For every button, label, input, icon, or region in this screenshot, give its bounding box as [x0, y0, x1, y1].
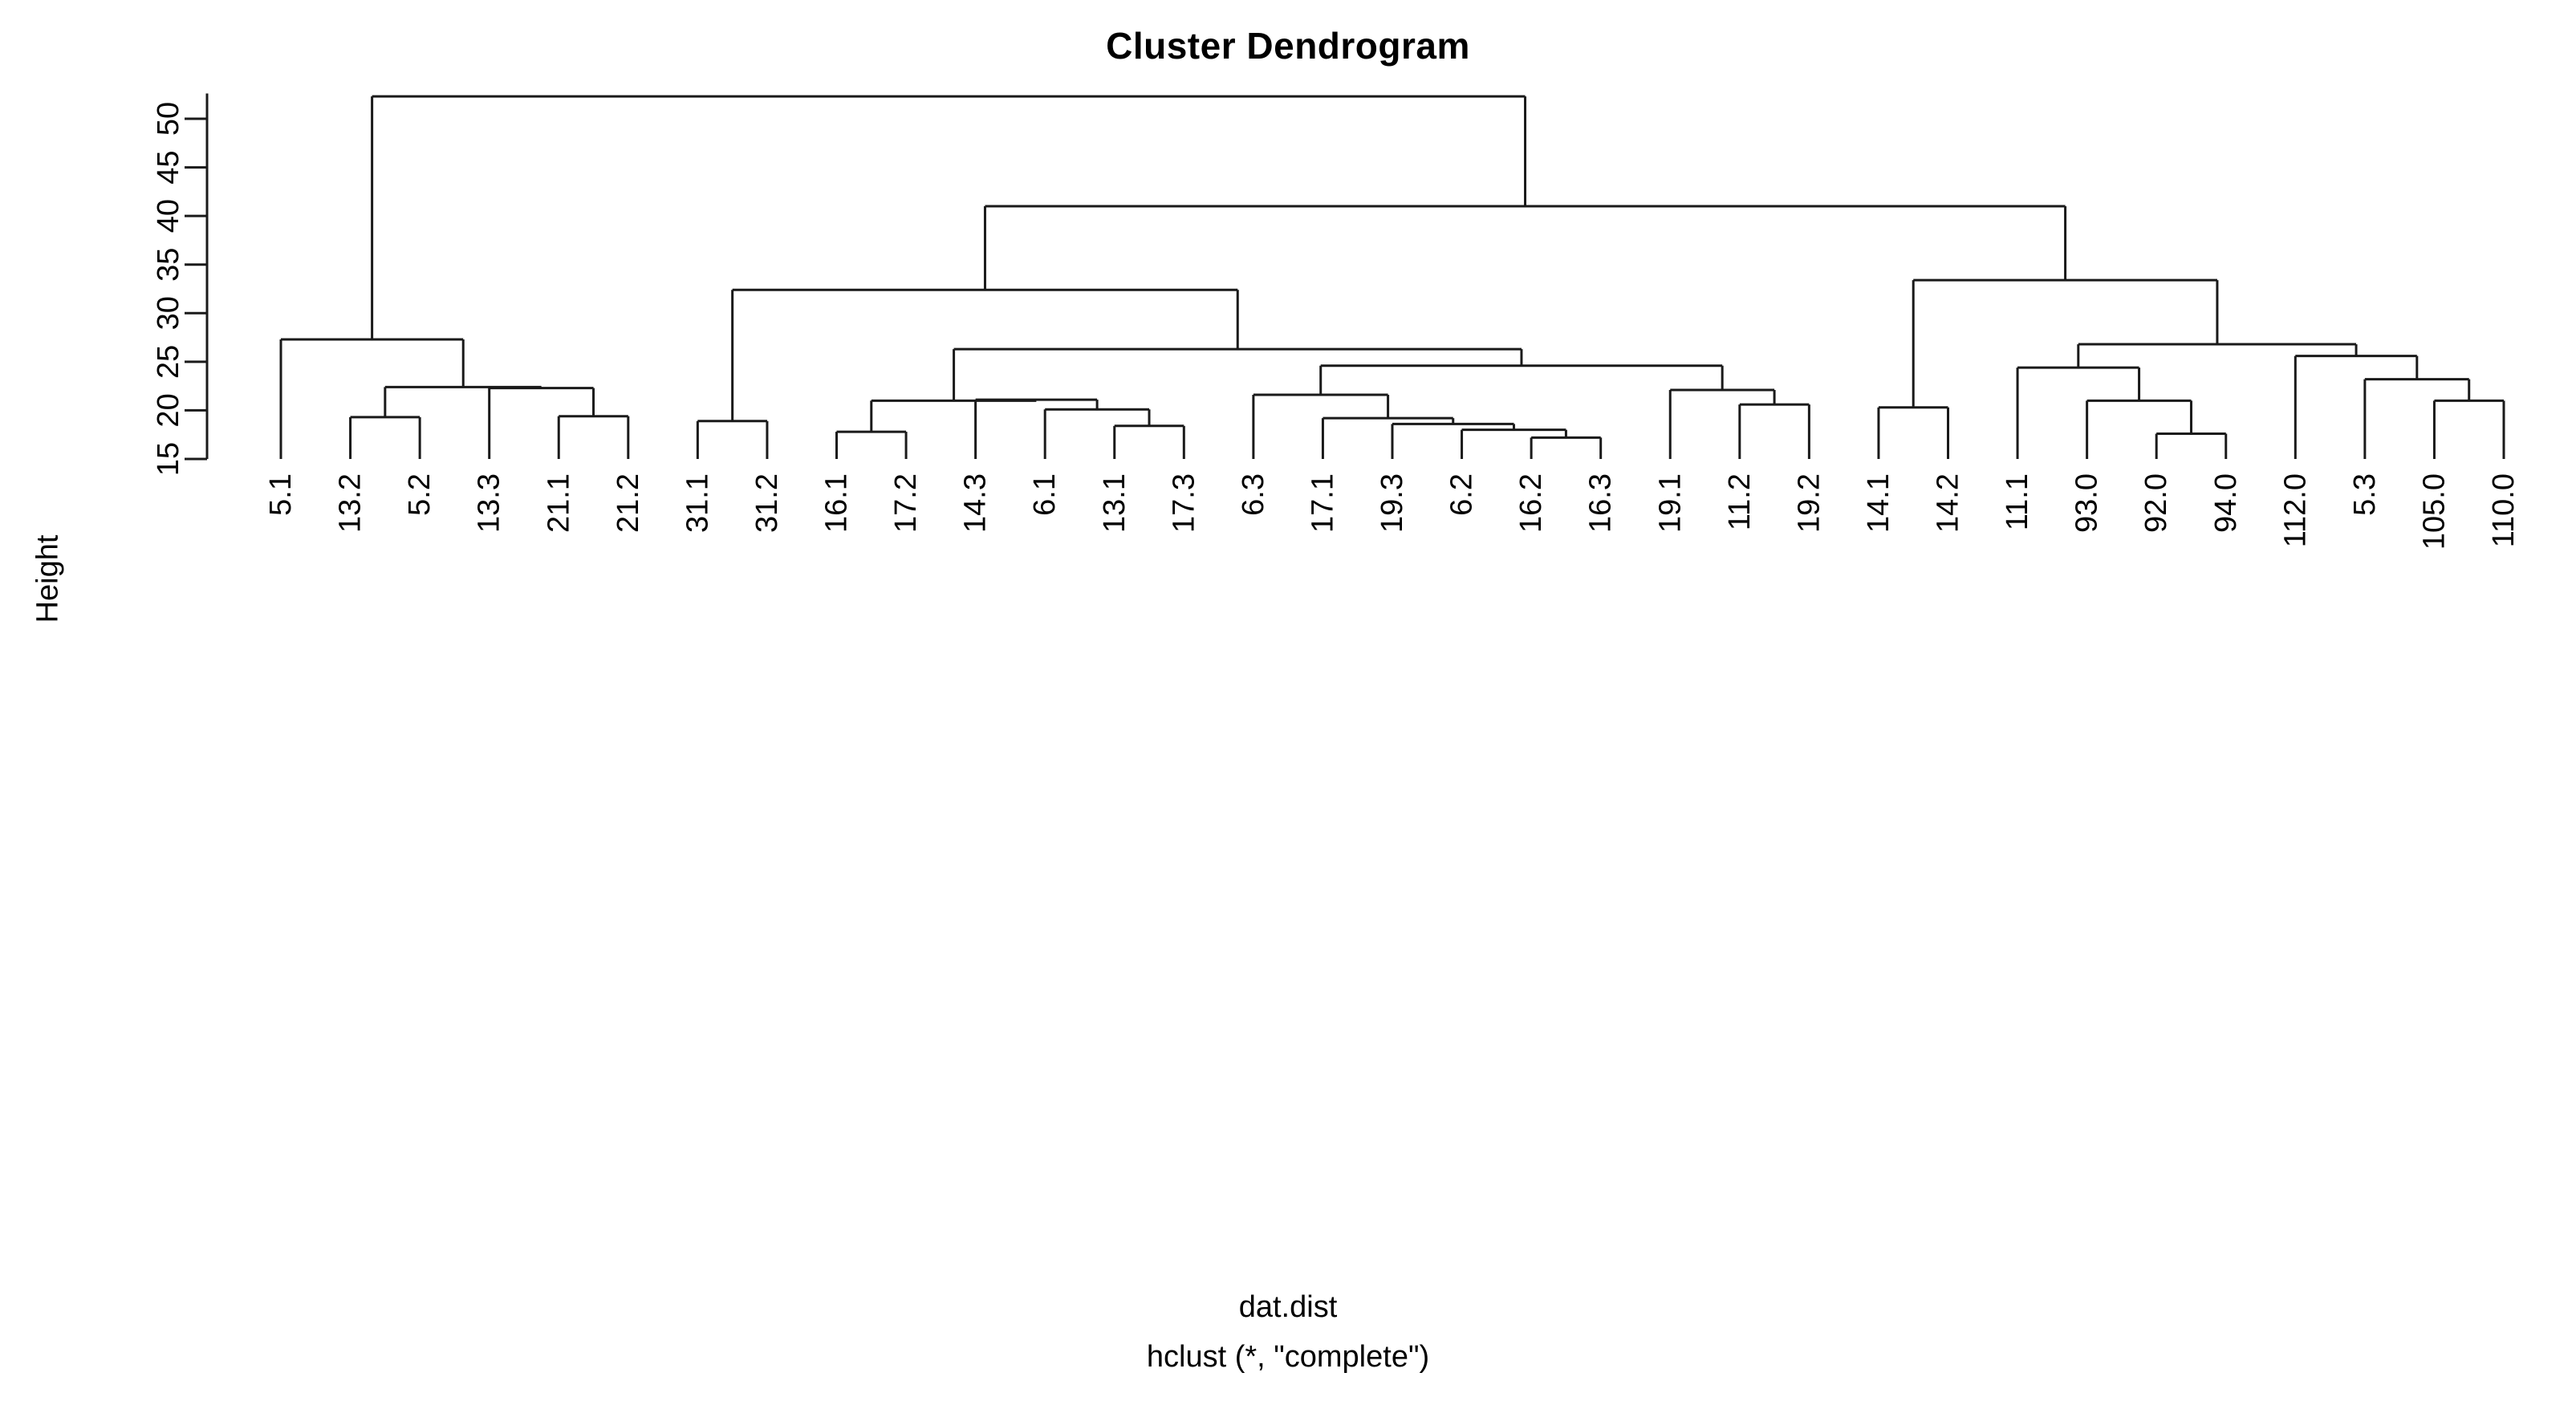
y-axis-tick-label: 45 — [152, 150, 185, 184]
y-axis-tick-label: 25 — [152, 345, 185, 379]
leaf-label: 13.2 — [334, 473, 368, 533]
leaf-label: 105.0 — [2417, 473, 2451, 550]
leaf-label: 16.1 — [820, 473, 854, 533]
leaf-label: 14.2 — [1932, 473, 1965, 533]
leaf-label: 5.1 — [264, 473, 298, 516]
leaf-label: 17.3 — [1167, 473, 1201, 533]
leaf-label: 19.1 — [1653, 473, 1687, 533]
leaf-label: 31.1 — [681, 473, 714, 533]
leaf-label: 92.0 — [2139, 473, 2173, 533]
leaf-label: 13.1 — [1098, 473, 1132, 533]
leaf-label: 14.3 — [959, 473, 993, 533]
y-axis-tick-label: 30 — [152, 296, 185, 330]
leaf-label: 112.0 — [2278, 473, 2312, 547]
leaf-label: 110.0 — [2487, 473, 2521, 547]
leaf-label: 11.2 — [1723, 473, 1757, 530]
page-title: Cluster Dendrogram — [1106, 25, 1470, 67]
leaf-label: 21.2 — [611, 473, 645, 533]
y-axis-tick-label: 35 — [152, 248, 185, 282]
leaf-label: 93.0 — [2070, 473, 2104, 533]
leaf-label: 31.2 — [750, 473, 784, 533]
leaf-label: 6.2 — [1445, 473, 1479, 516]
y-axis-tick-label: 40 — [152, 199, 185, 233]
y-axis-tick-label: 20 — [152, 393, 185, 427]
leaf-label: 6.1 — [1028, 473, 1062, 516]
leaf-label: 5.2 — [403, 473, 437, 516]
leaf-label: 5.3 — [2348, 473, 2382, 516]
dendrogram-links — [279, 95, 2505, 459]
leaf-label: 21.1 — [542, 473, 575, 533]
y-axis-tick-label: 50 — [152, 102, 185, 136]
leaf-label: 16.3 — [1584, 473, 1618, 533]
leaf-label: 6.3 — [1237, 473, 1270, 516]
leaf-label: 17.1 — [1306, 473, 1339, 533]
y-axis-tick-label: 15 — [152, 442, 185, 476]
leaf-label: 94.0 — [2209, 473, 2243, 533]
method-caption: hclust (*, "complete") — [1146, 1340, 1430, 1374]
leaf-label: 19.2 — [1792, 473, 1826, 533]
x-axis-caption: dat.dist — [1238, 1290, 1338, 1324]
leaf-label: 11.1 — [2001, 473, 2034, 530]
leaf-label: 17.2 — [889, 473, 923, 533]
leaf-label: 19.3 — [1375, 473, 1409, 533]
leaf-label: 16.2 — [1514, 473, 1548, 533]
leaf-label: 14.1 — [1862, 473, 1895, 533]
leaf-label: 13.3 — [473, 473, 506, 533]
